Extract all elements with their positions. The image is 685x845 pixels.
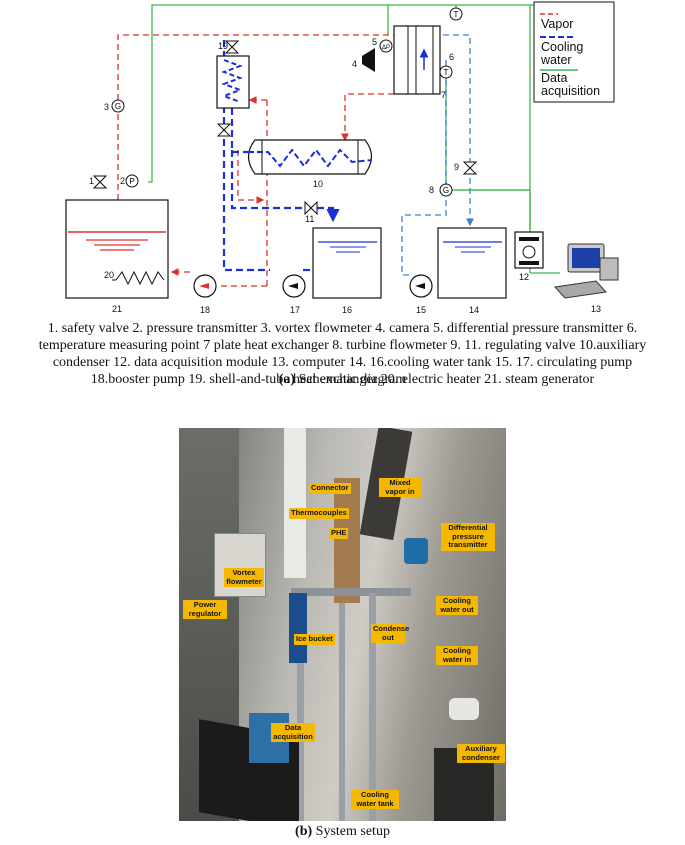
svg-text:20: 20 <box>104 270 114 280</box>
component-numbers: 1 2 3 4 5 6 7 8 9 10 11 12 13 14 15 16 1… <box>89 37 601 315</box>
svg-text:T: T <box>444 68 449 77</box>
label-cw-out: Cooling water out <box>436 596 478 615</box>
component-caption: 1. safety valve 2. pressure transmitter … <box>0 320 685 388</box>
svg-text:12: 12 <box>519 272 529 282</box>
label-connector: Connector <box>309 483 351 494</box>
electric-heater <box>112 270 165 286</box>
svg-text:G: G <box>115 102 121 111</box>
cooling-water-tank-16 <box>312 227 382 299</box>
plate-heat-exchanger <box>393 25 441 95</box>
valves <box>92 40 478 216</box>
shell-and-tube-heat-exchanger <box>216 55 250 109</box>
svg-text:5: 5 <box>372 37 377 47</box>
svg-text:17: 17 <box>290 305 300 315</box>
computer-icon <box>553 243 619 299</box>
caption-line-3: condenser 12. data acquisition module 13… <box>52 355 633 370</box>
legend-cooling-1: Cooling <box>541 40 583 54</box>
label-power: Power regulator <box>183 600 227 619</box>
svg-text:15: 15 <box>416 305 426 315</box>
svg-text:11: 11 <box>305 214 314 224</box>
svg-text:2: 2 <box>120 176 125 186</box>
label-mixed-vapor: Mixed vapor in <box>379 478 421 497</box>
svg-text:13: 13 <box>591 304 601 314</box>
temperature-point-t <box>439 65 453 79</box>
label-vortex: Vortex flowmeter <box>224 568 264 587</box>
svg-text:G: G <box>443 186 449 195</box>
instruments: G P G T T ΔP <box>111 7 463 197</box>
legend-data-2: acquisition <box>541 84 600 98</box>
svg-text:ΔP: ΔP <box>382 45 390 51</box>
differential-pressure-transmitter <box>379 39 393 53</box>
auxiliary-condenser <box>247 139 373 175</box>
legend-vapor: Vapor <box>541 17 573 31</box>
caption-line-1: 1. safety valve 2. pressure transmitter … <box>47 321 638 336</box>
svg-text:6: 6 <box>449 52 454 62</box>
svg-text:1: 1 <box>89 176 94 186</box>
svg-text:4: 4 <box>352 59 357 69</box>
svg-text:9: 9 <box>454 162 459 172</box>
svg-text:3: 3 <box>104 102 109 112</box>
temperature-point-t-top <box>449 7 463 21</box>
svg-text:21: 21 <box>112 304 122 314</box>
label-dpt: Differential pressure transmitter <box>441 523 495 551</box>
camera-icon <box>362 48 375 72</box>
label-daq: Data acquisition <box>271 723 315 742</box>
steam-generator <box>65 199 169 299</box>
label-aux: Auxiliary condenser <box>457 744 505 763</box>
caption-line-4: 18.booster pump 19. shell-and-tube heat … <box>90 372 595 387</box>
legend-data-1: Data <box>541 71 567 85</box>
vortex-flowmeter-g <box>111 99 125 113</box>
svg-text:P: P <box>129 177 134 186</box>
figure-a-caption: (a) Schematic diagram <box>278 372 407 387</box>
caption-line-2: temperature measuring point 7 plate heat… <box>38 338 647 353</box>
label-thermocouples: Thermocouples <box>289 508 349 519</box>
figure-b-caption: (b) System setup <box>295 824 390 839</box>
data-acquisition-module <box>514 231 544 269</box>
svg-text:8: 8 <box>429 185 434 195</box>
legend-cooling-2: water <box>540 53 572 67</box>
svg-text:18: 18 <box>200 305 210 315</box>
label-phe: PHE <box>329 528 349 539</box>
schematic-diagram: G P G T T ΔP 1 2 3 4 5 6 7 8 9 10 11 12 … <box>65 1 619 315</box>
svg-text:14: 14 <box>469 305 479 315</box>
label-tank: Cooling water tank <box>351 790 399 809</box>
label-condense: Condense out <box>371 624 410 643</box>
svg-text:10: 10 <box>313 179 323 189</box>
booster-pump <box>193 274 217 298</box>
label-cw-in: Cooling water in <box>436 646 478 665</box>
svg-text:7: 7 <box>441 90 446 100</box>
svg-text:16: 16 <box>342 305 352 315</box>
label-ice: Ice bucket <box>294 634 335 645</box>
svg-text:19: 19 <box>218 41 228 51</box>
circulating-pump-17 <box>282 274 306 298</box>
pressure-transmitter-p <box>125 174 139 188</box>
svg-text:T: T <box>454 10 459 19</box>
turbine-flowmeter-g <box>439 183 453 197</box>
cooling-water-tank-14 <box>437 227 507 299</box>
legend: Vapor Cooling water Data acquisition <box>533 1 615 103</box>
system-setup-photo: Connector Mixed vapor in Thermocouples P… <box>179 428 506 821</box>
circulating-pump-15 <box>409 274 433 298</box>
